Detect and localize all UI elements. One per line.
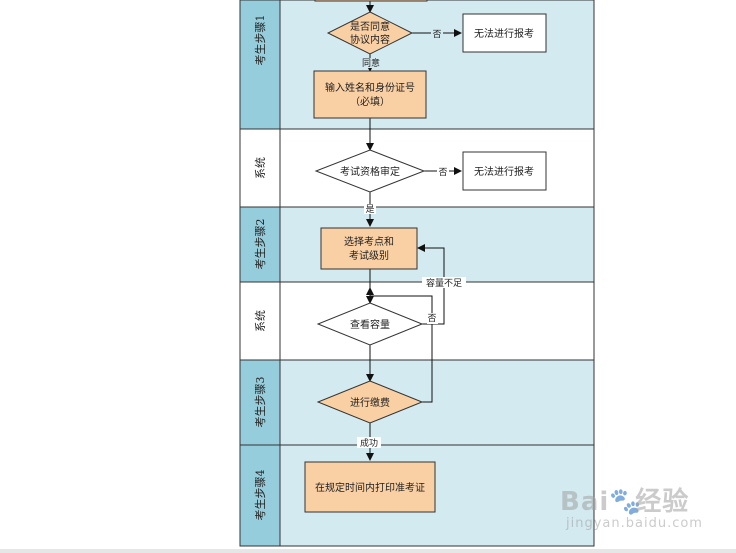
- process-print-label: 在规定时间内打印准考证: [315, 481, 425, 494]
- lane-header: [239, 128, 281, 208]
- process-input-name-id: 输入姓名和身份证号 （必填）: [313, 70, 427, 119]
- edge-label-no-1: 否: [432, 29, 441, 40]
- edge-pay-failed: [366, 287, 433, 403]
- decision-agree-terms: 是否同意 协议内容: [326, 11, 414, 55]
- decision-agree-line-1: 是否同意: [350, 20, 390, 33]
- edge-label-agree: 同意: [362, 57, 380, 69]
- lane-label: 考生步骤3: [253, 377, 267, 428]
- decision-payment-label: 进行缴费: [350, 396, 390, 409]
- lane-label: 考生步骤4: [253, 470, 267, 521]
- process-print-admission-ticket: 在规定时间内打印准考证: [304, 461, 436, 513]
- edge-label-capacity-insufficient: 容量不足: [426, 277, 462, 289]
- end-box-label: 无法进行报考: [474, 27, 534, 40]
- lane-header: [239, 281, 281, 361]
- lane-header: [239, 206, 281, 283]
- process-box-partial: [314, 0, 428, 2]
- edge-label-yes: 是: [365, 204, 374, 215]
- watermark-brand-left: Bai: [560, 487, 610, 517]
- process-select-site-level: 选择考点和 考试级别: [320, 227, 418, 270]
- process-input-line-1: 输入姓名和身份证号: [325, 81, 415, 94]
- decision-qualification-review: 考试资格审定: [314, 149, 426, 193]
- bottom-scroll-strip: [0, 549, 736, 553]
- decision-check-capacity: 查看容量: [316, 302, 424, 346]
- swimlane-system-2: 系统: [239, 281, 595, 361]
- end-box-cannot-apply-1: 无法进行报考: [462, 13, 547, 53]
- process-input-line-2: （必填）: [350, 95, 390, 108]
- lane-label: 考生步骤2: [253, 219, 267, 270]
- lane-header: [239, 359, 281, 446]
- edge-label-no-3: 否: [427, 313, 436, 324]
- decision-make-payment: 进行缴费: [316, 380, 424, 424]
- lane-header: [239, 0, 281, 130]
- lane-label: 系统: [254, 310, 267, 332]
- edge-label-success: 成功: [360, 437, 378, 449]
- edge-label-no-2: 否: [438, 167, 447, 178]
- process-select-line-2: 考试级别: [349, 249, 389, 262]
- decision-agree-line-2: 协议内容: [350, 33, 390, 46]
- end-box-cannot-apply-2: 无法进行报考: [462, 151, 547, 191]
- watermark-brand-right: 经验: [635, 487, 690, 517]
- decision-capacity-label: 查看容量: [350, 318, 390, 331]
- watermark-url: jingyan.baidu.com: [566, 516, 703, 531]
- lane-label: 系统: [254, 157, 267, 179]
- baidu-jingyan-watermark: Bai🐾经验 jingyan.baidu.com: [560, 488, 710, 540]
- lane-label: 考生步骤1: [253, 15, 267, 66]
- lane-header: [239, 444, 281, 547]
- end-box-label: 无法进行报考: [474, 165, 534, 178]
- edge-labels: 否 同意 否 是 容量不足 否 成功: [357, 28, 466, 449]
- process-select-line-1: 选择考点和: [344, 235, 394, 248]
- decision-qualification-label: 考试资格审定: [340, 165, 400, 178]
- paw-icon: 🐾: [609, 487, 643, 517]
